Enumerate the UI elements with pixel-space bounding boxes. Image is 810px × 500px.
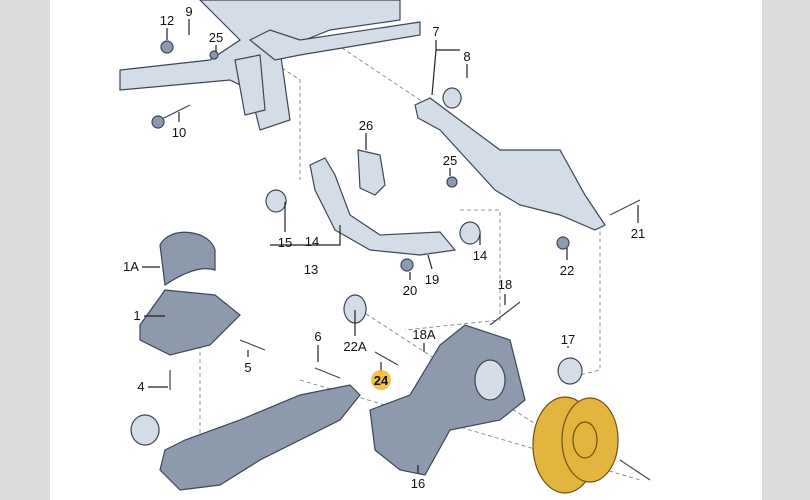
subframe — [119, 0, 421, 131]
label-21[interactable]: 21 — [631, 226, 645, 241]
bolts — [151, 40, 651, 481]
wheel-hub — [532, 396, 619, 494]
label-26[interactable]: 26 — [359, 118, 373, 133]
label-12[interactable]: 12 — [160, 13, 174, 28]
part-labels: 12 9 25 10 7 8 26 25 15 14 13 14 21 22 1… — [123, 4, 645, 491]
label-5[interactable]: 5 — [244, 360, 251, 375]
bushing-17 — [557, 357, 583, 385]
knuckle-bore — [474, 359, 506, 401]
label-10[interactable]: 10 — [172, 125, 186, 140]
highlight-marker — [371, 370, 391, 390]
bushing-15 — [265, 189, 287, 213]
bracket-26 — [357, 149, 386, 196]
label-22[interactable]: 22 — [560, 263, 574, 278]
control-arm-7 — [414, 97, 606, 231]
mount-1A — [159, 231, 216, 287]
label-25[interactable]: 25 — [209, 30, 223, 45]
label-14[interactable]: 14 — [305, 234, 319, 249]
label-14b[interactable]: 14 — [473, 248, 487, 263]
label-13[interactable]: 13 — [304, 262, 318, 277]
parts-diagram: 12 9 25 10 7 8 26 25 15 14 13 14 21 22 1… — [119, 0, 651, 494]
label-22A[interactable]: 22A — [343, 339, 366, 354]
label-7[interactable]: 7 — [432, 24, 439, 39]
label-1A[interactable]: 1A — [123, 259, 139, 274]
trailing-arm — [159, 384, 361, 491]
label-24-highlighted[interactable]: 24 — [374, 373, 389, 388]
bushing-trailing — [130, 414, 160, 446]
label-1[interactable]: 1 — [133, 308, 140, 323]
label-18[interactable]: 18 — [498, 277, 512, 292]
label-4[interactable]: 4 — [137, 379, 144, 394]
label-8[interactable]: 8 — [463, 49, 470, 64]
diagram-canvas: 12 9 25 10 7 8 26 25 15 14 13 14 21 22 1… — [50, 0, 762, 500]
label-9[interactable]: 9 — [185, 4, 192, 19]
leader-lines — [142, 19, 639, 473]
label-16[interactable]: 16 — [411, 476, 425, 491]
label-19[interactable]: 19 — [425, 272, 439, 287]
label-17[interactable]: 17 — [561, 332, 575, 347]
mount-1 — [139, 289, 241, 356]
upper-arm-14 — [309, 157, 457, 256]
label-25b[interactable]: 25 — [443, 153, 457, 168]
bushing-8 — [442, 87, 462, 109]
label-6[interactable]: 6 — [314, 329, 321, 344]
bushing-22A — [343, 294, 367, 324]
label-20[interactable]: 20 — [403, 283, 417, 298]
bushing-14 — [459, 221, 481, 245]
wheel-knuckle-16 — [369, 324, 526, 476]
label-15[interactable]: 15 — [278, 235, 292, 250]
label-18A[interactable]: 18A — [412, 327, 435, 342]
